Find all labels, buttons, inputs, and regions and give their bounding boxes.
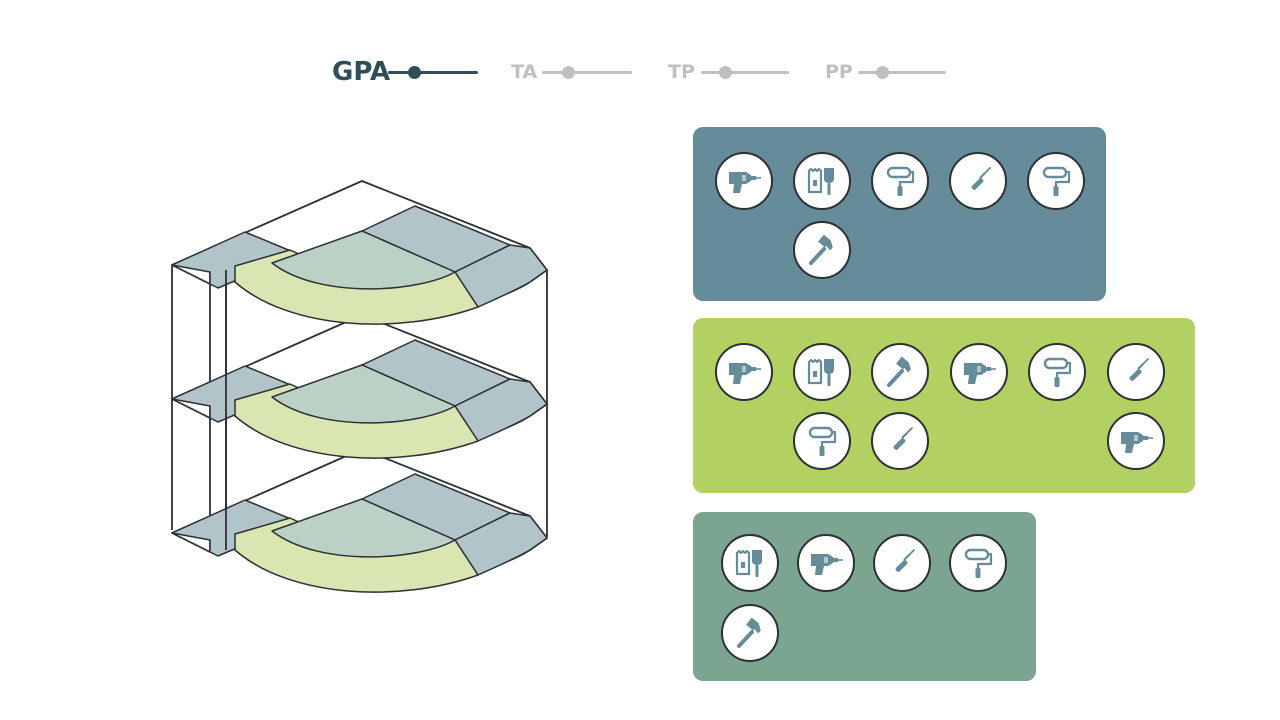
- drill-icon: [728, 362, 762, 385]
- plaster-trowel-icon: [807, 166, 836, 197]
- step-tp[interactable]: TP: [667, 52, 792, 92]
- screwdriver-icon: [891, 426, 914, 452]
- tool-button[interactable]: [793, 152, 851, 210]
- step-knob-gpa: [408, 66, 421, 79]
- plaster-trowel-icon: [735, 548, 764, 579]
- tool-button[interactable]: [793, 343, 851, 401]
- tool-button[interactable]: [721, 604, 779, 662]
- tool-button[interactable]: [793, 412, 851, 470]
- screwdriver-icon: [969, 166, 992, 192]
- screwdriver-icon: [893, 548, 916, 574]
- step-label-ta: TA: [511, 61, 538, 83]
- tool-button[interactable]: [715, 152, 773, 210]
- hammer-icon: [737, 615, 766, 648]
- paint-roller-icon: [1043, 357, 1072, 389]
- tool-button[interactable]: [1107, 412, 1165, 470]
- tool-button[interactable]: [721, 534, 779, 592]
- hammer-icon: [887, 354, 916, 387]
- paint-roller-icon: [964, 548, 993, 580]
- step-track-tp: [701, 71, 789, 74]
- tool-button[interactable]: [871, 152, 929, 210]
- tool-button[interactable]: [793, 221, 851, 279]
- tool-button[interactable]: [949, 152, 1007, 210]
- tool-button[interactable]: [1028, 343, 1086, 401]
- tool-button[interactable]: [1027, 152, 1085, 210]
- tool-button[interactable]: [1107, 343, 1165, 401]
- tool-panel-sage: [693, 512, 1036, 681]
- tool-panel-lime: [693, 318, 1195, 493]
- step-track-ta: [542, 71, 632, 74]
- step-gpa[interactable]: GPA: [330, 52, 480, 92]
- paint-roller-icon: [808, 426, 837, 458]
- hammer-icon: [809, 232, 838, 265]
- drill-icon: [728, 171, 762, 194]
- step-label-pp: PP: [825, 61, 853, 83]
- plaster-trowel-icon: [807, 357, 836, 388]
- step-knob-pp: [876, 66, 889, 79]
- step-knob-tp: [719, 66, 732, 79]
- step-label-tp: TP: [668, 61, 695, 83]
- step-knob-ta: [562, 66, 575, 79]
- tool-panel-slate: [693, 127, 1106, 301]
- drill-icon: [963, 362, 997, 385]
- paint-roller-icon: [1042, 166, 1071, 198]
- building-floors-illustration: [171, 180, 548, 594]
- drill-icon: [1120, 431, 1154, 454]
- tool-button[interactable]: [871, 343, 929, 401]
- progress-steps: GPA TA TP PP: [0, 0, 1280, 140]
- step-label-gpa: GPA: [332, 57, 391, 87]
- tool-button[interactable]: [797, 534, 855, 592]
- step-ta[interactable]: TA: [510, 52, 635, 92]
- tool-button[interactable]: [950, 343, 1008, 401]
- tool-button[interactable]: [873, 534, 931, 592]
- paint-roller-icon: [886, 166, 915, 198]
- step-track-pp: [858, 71, 946, 74]
- tool-button[interactable]: [871, 412, 929, 470]
- step-pp[interactable]: PP: [824, 52, 949, 92]
- step-track-gpa: [388, 71, 478, 74]
- tool-button[interactable]: [949, 534, 1007, 592]
- screwdriver-icon: [1127, 357, 1150, 383]
- tool-button[interactable]: [715, 343, 773, 401]
- drill-icon: [810, 553, 844, 576]
